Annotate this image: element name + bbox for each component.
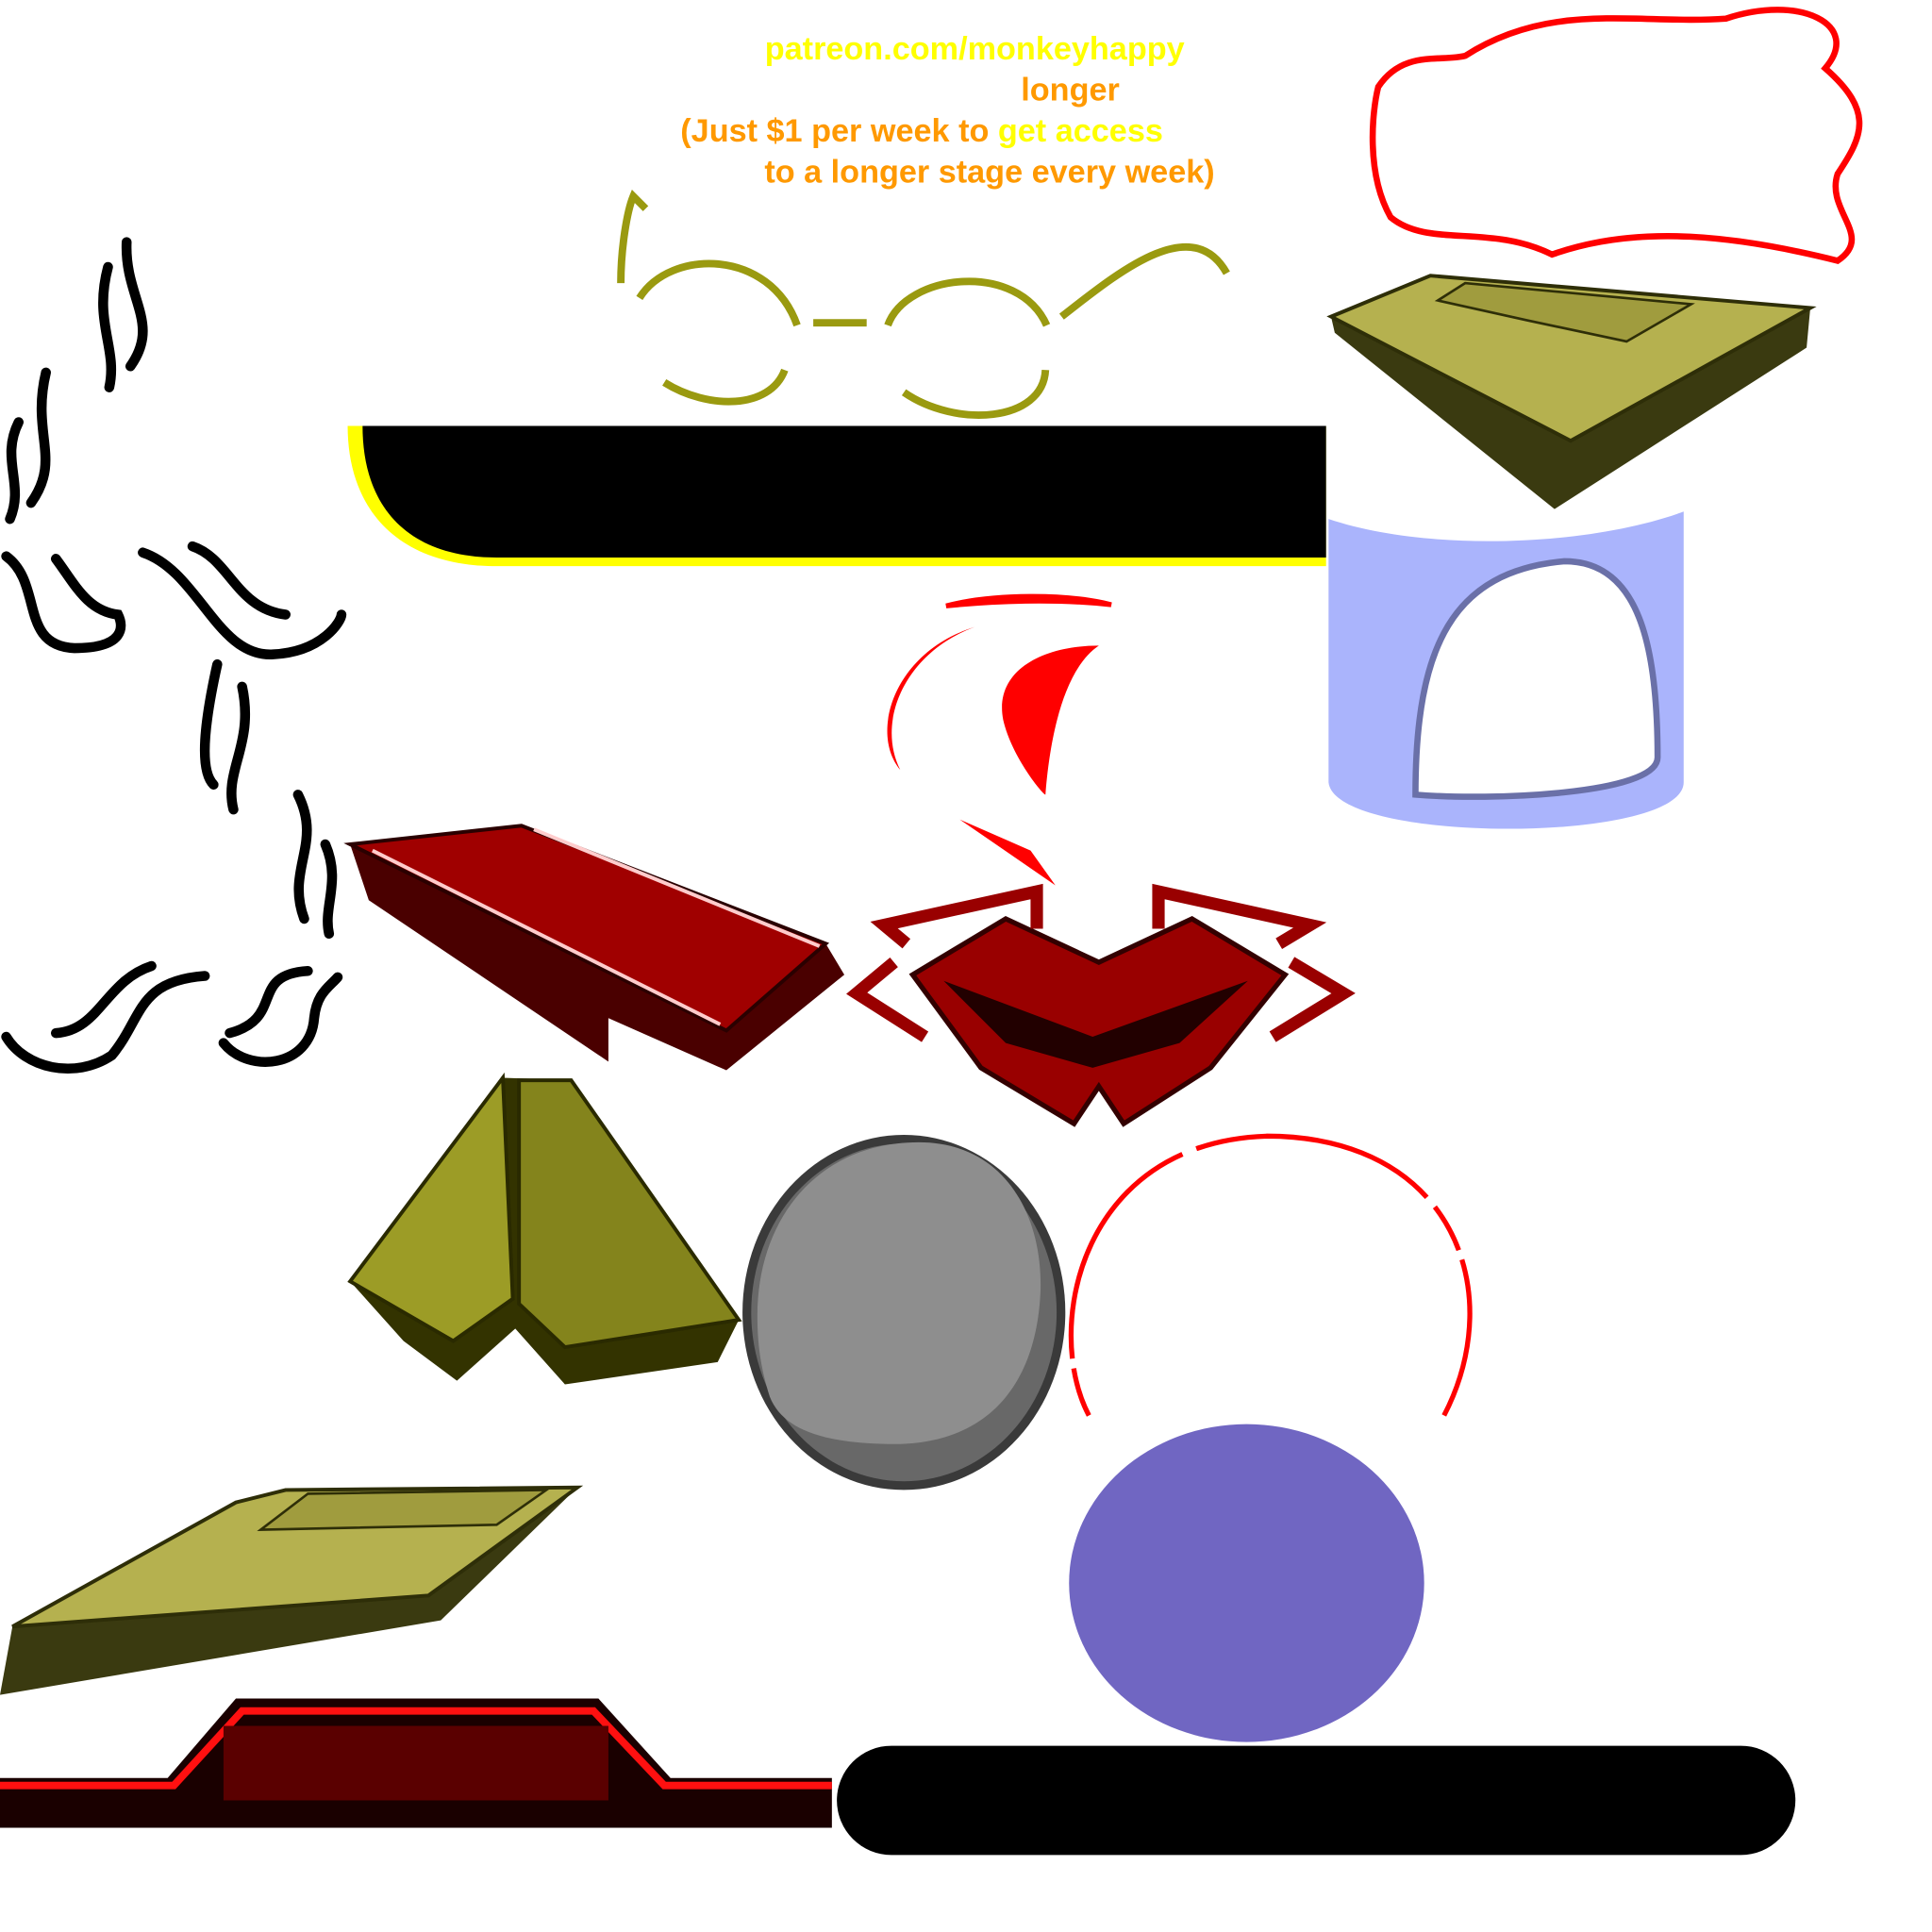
promo-line-1: patreon.com/monkeyhappy (765, 31, 1185, 67)
promo-line-3a: (Just $1 per week to (680, 113, 998, 149)
red-crab-sprite (846, 883, 1356, 1127)
promo-line-3b: get access (998, 113, 1163, 149)
glasses-sprite (617, 189, 1230, 419)
promo-line-4: to a longer stage every week) (764, 154, 1214, 190)
promo-line-3: (Just $1 per week to get access (680, 113, 1163, 149)
smoke-squiggles-sprite (1, 237, 347, 1074)
olive-tent-sprite (347, 1072, 742, 1385)
red-ring-sprite (1068, 1133, 1473, 1417)
olive-platform-sprite-2 (0, 1485, 584, 1695)
gray-boulder-sprite (742, 1135, 1066, 1491)
red-swoosh-sprites (887, 593, 1112, 886)
lavender-arch-sprite (1328, 511, 1684, 829)
speech-cloud-sprite (1369, 7, 1863, 264)
red-crate-sprite (343, 824, 845, 1071)
black-pill-bar (837, 1745, 1796, 1856)
purple-circle-sprite (1069, 1424, 1424, 1742)
promo-line-2: longer (1021, 73, 1120, 108)
red-ornate-banner-sprite (0, 1698, 832, 1828)
olive-platform-sprite-1 (1326, 274, 1817, 509)
